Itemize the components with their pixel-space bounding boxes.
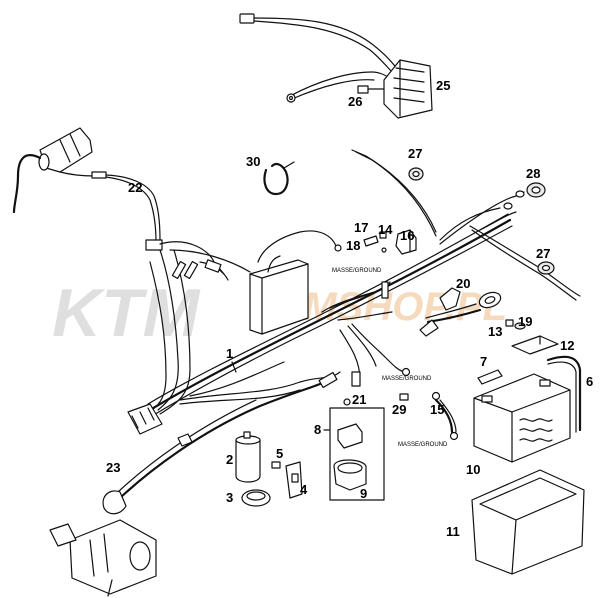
bolt-and-washer xyxy=(505,319,526,330)
grommet-27-right xyxy=(537,261,555,275)
callout-2: 2 xyxy=(226,452,233,467)
ground-labels: MASSE/GROUND MASSE/GROUND MASSE/GROUND xyxy=(332,268,448,448)
callouts: 1 2 3 4 5 6 7 8 9 10 11 12 13 14 15 16 1… xyxy=(106,78,593,539)
callout-30: 30 xyxy=(246,154,260,169)
voltage-regulator xyxy=(239,13,433,119)
flasher-relay-group xyxy=(329,398,385,501)
battery-strap xyxy=(546,355,582,433)
callout-11: 11 xyxy=(446,524,460,539)
callout-9: 9 xyxy=(360,486,367,501)
cdi-unit xyxy=(249,255,309,335)
callout-20: 20 xyxy=(456,276,470,291)
callout-23: 23 xyxy=(106,460,120,475)
battery-bracket xyxy=(511,335,559,355)
callout-6: 6 xyxy=(586,374,593,389)
ground-label-cable: MASSE/GROUND xyxy=(398,442,448,448)
callout-26: 26 xyxy=(348,94,362,109)
battery-cable xyxy=(419,287,502,337)
cable-clamp xyxy=(263,161,295,196)
callout-22: 22 xyxy=(128,180,142,195)
callout-1: 1 xyxy=(226,346,233,361)
callout-15: 15 xyxy=(430,402,444,417)
callout-8: 8 xyxy=(314,422,321,437)
main-wiring-harness xyxy=(127,149,581,435)
screw-5 xyxy=(271,461,281,469)
starter-cable xyxy=(102,382,322,515)
grommet-27-top xyxy=(408,167,424,181)
ignition-coil xyxy=(12,127,163,251)
callout-28: 28 xyxy=(526,166,540,181)
callout-5: 5 xyxy=(276,446,283,461)
watermark-logo: KTM xyxy=(52,275,201,351)
callout-14: 14 xyxy=(378,222,393,237)
callout-27-top: 27 xyxy=(408,146,422,161)
callout-25: 25 xyxy=(436,78,450,93)
callout-18: 18 xyxy=(346,238,360,253)
multi-pin-connector xyxy=(127,403,163,435)
callout-17: 17 xyxy=(354,220,368,235)
rubber-ring xyxy=(241,489,271,507)
battery-box xyxy=(471,469,585,575)
ground-cable xyxy=(399,391,459,441)
holder-4 xyxy=(285,461,303,499)
ground-label-relay: MASSE/GROUND xyxy=(332,268,382,274)
callout-19: 19 xyxy=(518,314,532,329)
callout-29: 29 xyxy=(392,402,406,417)
callout-13: 13 xyxy=(488,324,502,339)
callout-27-right: 27 xyxy=(536,246,550,261)
battery xyxy=(473,373,571,463)
callout-3: 3 xyxy=(226,490,233,505)
callout-10: 10 xyxy=(466,462,480,477)
grommet-28 xyxy=(526,182,546,198)
callout-16: 16 xyxy=(400,228,414,243)
callout-12: 12 xyxy=(560,338,574,353)
ground-label-flasher: MASSE/GROUND xyxy=(382,376,432,382)
starter-relay xyxy=(363,229,417,255)
callout-7: 7 xyxy=(480,354,487,369)
condenser xyxy=(235,431,261,483)
callout-21: 21 xyxy=(352,392,366,407)
starter-motor xyxy=(49,519,157,597)
callout-4: 4 xyxy=(300,482,308,497)
battery-pad-7 xyxy=(477,369,503,385)
